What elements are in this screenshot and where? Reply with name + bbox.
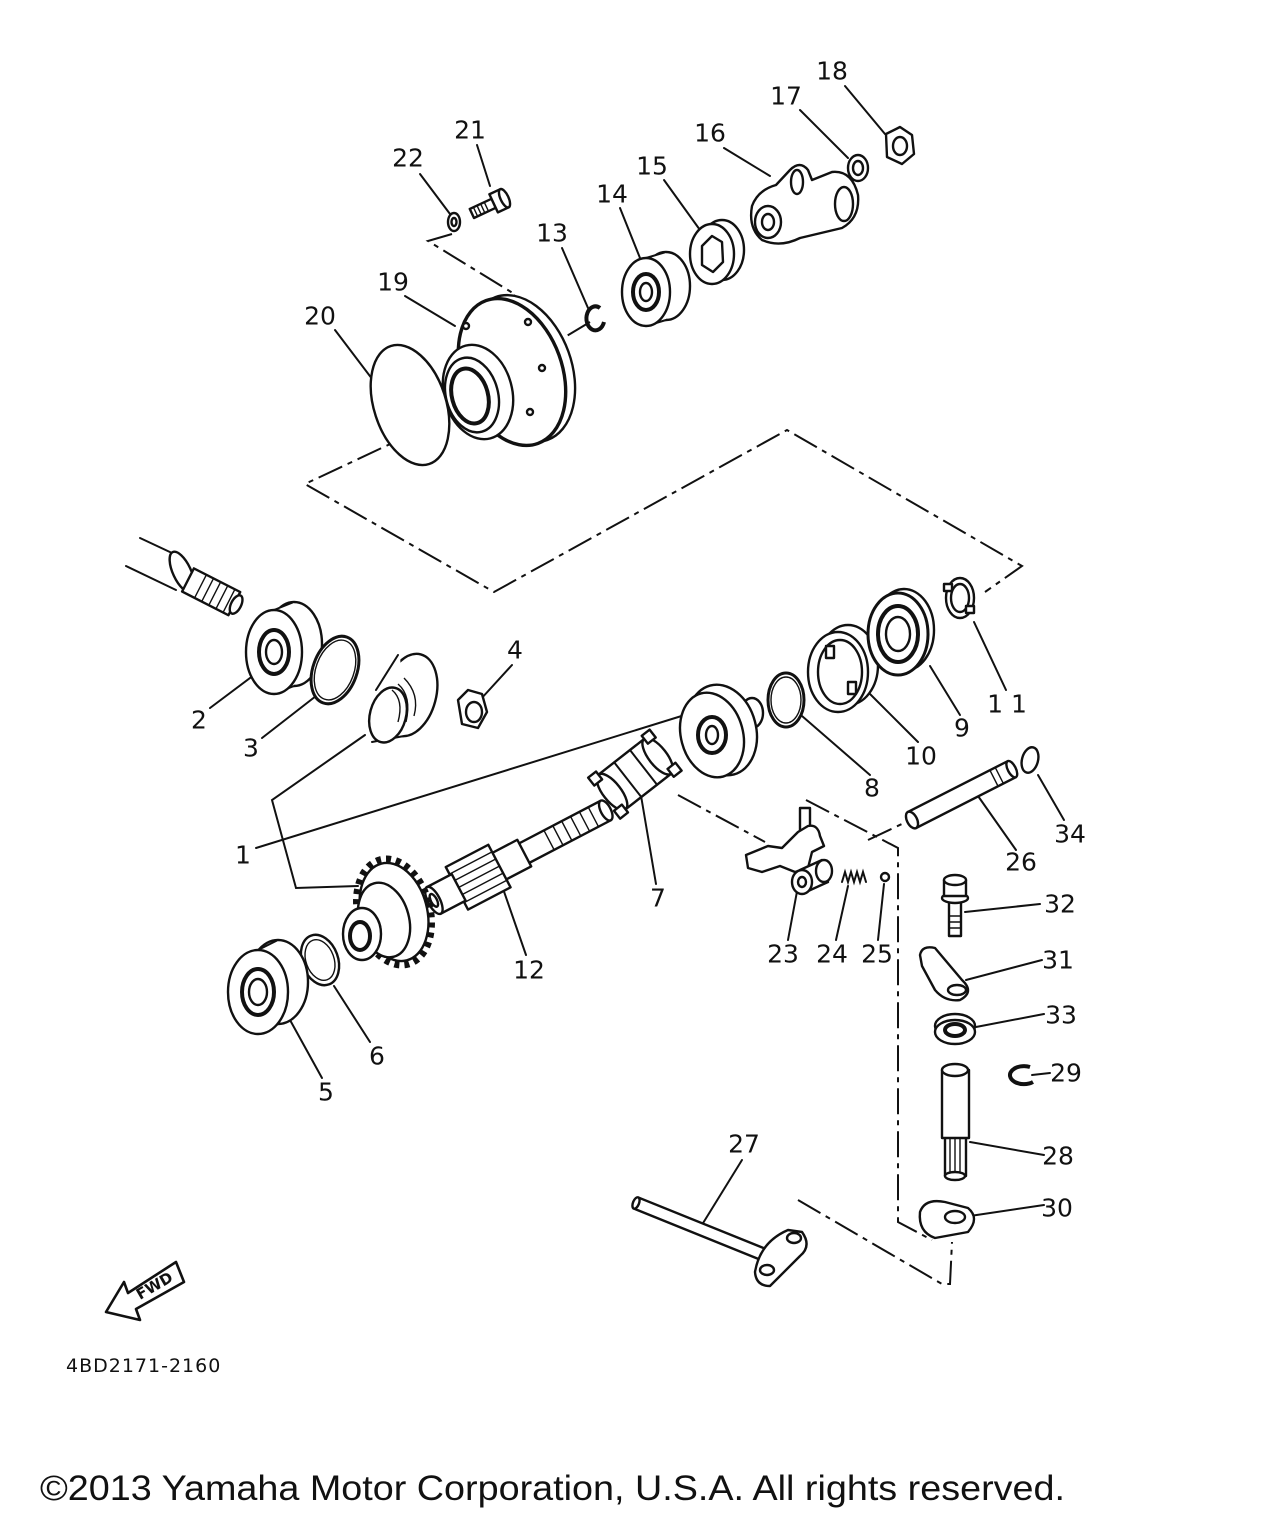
- pinion-bevel-gear: [341, 855, 435, 969]
- part-34-o-ring: [1020, 746, 1040, 774]
- callout-2: 2: [191, 706, 207, 735]
- fwd-arrow-icon: FWD: [104, 1260, 186, 1322]
- diagram-code: 4BD2171-2160: [66, 1355, 221, 1377]
- callout-18: 18: [816, 57, 848, 86]
- callout-27: 27: [728, 1130, 760, 1159]
- part-17-washer: [846, 153, 870, 183]
- part-22-washer: [446, 211, 462, 233]
- part-30-bracket: [918, 1199, 976, 1240]
- part-13-circlip: [584, 304, 606, 333]
- copyright-notice: ©2013 Yamaha Motor Corporation, U.S.A. A…: [40, 1469, 1065, 1508]
- callout-31: 31: [1042, 946, 1074, 975]
- part-12-shaft: [423, 799, 614, 916]
- part-28-shaft: [940, 1062, 971, 1182]
- part-29-clip: [1008, 1064, 1034, 1087]
- callout-22: 22: [392, 144, 424, 173]
- part-1-gear-collar: [367, 652, 439, 744]
- part-31-bracket: [918, 946, 970, 1002]
- callout-3: 3: [243, 734, 259, 763]
- callout-20: 20: [304, 302, 336, 331]
- callout-6: 6: [369, 1042, 385, 1071]
- part-26-shaft: [904, 759, 1019, 830]
- callout-12: 12: [513, 956, 545, 985]
- callout-24: 24: [816, 940, 848, 969]
- part-11-ring: [942, 576, 976, 620]
- part-19-housing: [441, 293, 577, 448]
- part-4-nut: [456, 688, 489, 730]
- callout-7: 7: [650, 884, 666, 913]
- callout-4: 4: [507, 636, 523, 665]
- callout-16: 16: [694, 119, 726, 148]
- part-20-gasket: [369, 343, 451, 467]
- drive-shaft: [125, 537, 244, 617]
- callout-26: 26: [1005, 848, 1037, 877]
- callout-29: 29: [1050, 1059, 1082, 1088]
- callout-9: 9: [954, 714, 970, 743]
- callout-numbers: 1 2 3 4 5 6 7 8 9 10 11 12 13 14 15 16 1…: [191, 57, 1086, 1223]
- part-8-o-ring: [766, 671, 806, 729]
- callout-34: 34: [1054, 820, 1086, 849]
- leader-lines: [209, 85, 1065, 1229]
- callout-15: 15: [636, 152, 668, 181]
- part-18-nut: [884, 125, 916, 166]
- part-16-yoke: [749, 163, 860, 245]
- callout-10: 10: [905, 742, 937, 771]
- callout-5: 5: [318, 1078, 334, 1107]
- callout-25: 25: [861, 940, 893, 969]
- part-23-shift-fork: [744, 806, 834, 896]
- part-27-shift-rod: [631, 1196, 808, 1288]
- part-9-seal: [866, 587, 936, 677]
- assembly-lines: [255, 233, 1024, 1285]
- callout-17: 17: [770, 82, 802, 111]
- callout-11: 11: [987, 690, 1035, 719]
- part-14-bearing: [620, 250, 692, 328]
- part-25-ball: [879, 871, 891, 883]
- callout-19: 19: [377, 268, 409, 297]
- callout-8: 8: [864, 774, 880, 803]
- part-3-o-ring: [309, 634, 361, 706]
- part-5-bearing: [226, 938, 310, 1036]
- part-21-bolt: [468, 187, 512, 220]
- callout-30: 30: [1041, 1194, 1073, 1223]
- callout-13: 13: [536, 219, 568, 248]
- driven-bevel-gear: [678, 683, 765, 779]
- callout-14: 14: [596, 180, 628, 209]
- part-24-spring: [841, 868, 867, 886]
- callout-28: 28: [1042, 1142, 1074, 1171]
- part-15-oil-seal: [688, 218, 746, 286]
- part-32-bolt: [940, 873, 970, 938]
- part-2-bearing: [244, 600, 324, 696]
- callout-33: 33: [1045, 1001, 1077, 1030]
- callout-21: 21: [454, 116, 486, 145]
- callout-1: 1: [235, 841, 251, 870]
- part-7-dog-clutch: [586, 728, 683, 820]
- part-10-ring: [806, 623, 880, 714]
- callout-32: 32: [1044, 890, 1076, 919]
- callout-23: 23: [767, 940, 799, 969]
- part-33-seal: [933, 1012, 977, 1046]
